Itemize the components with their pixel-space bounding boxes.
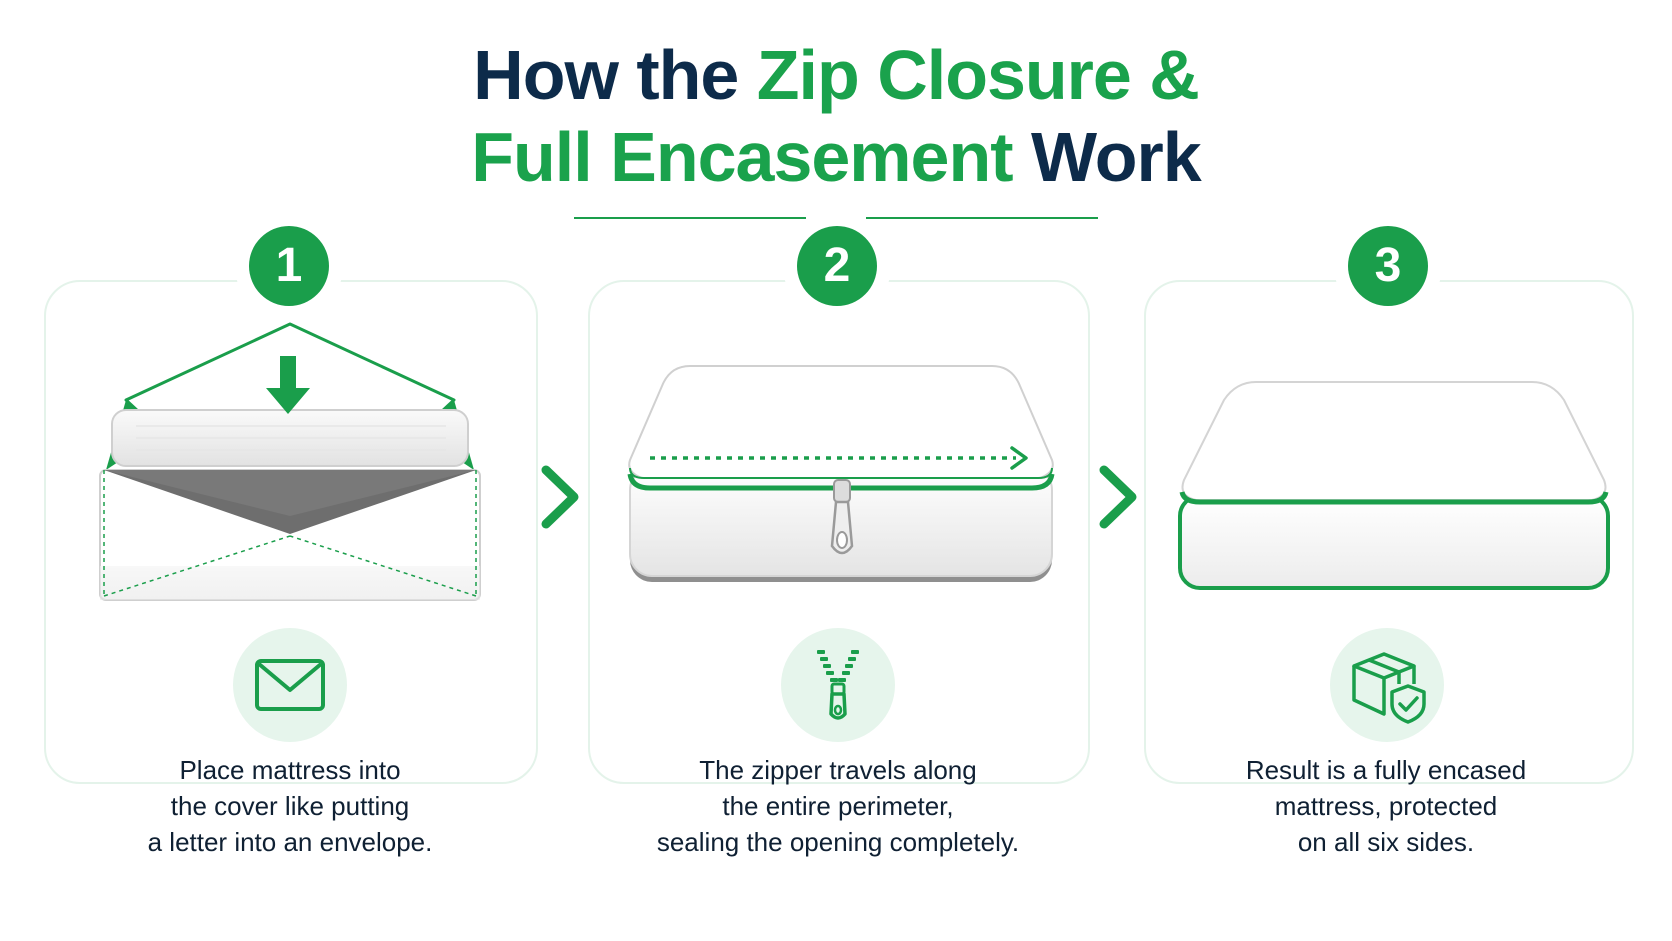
step-3-line-1: Result is a fully encased [1245, 755, 1527, 785]
step-1-line-1: Place mattress into [179, 755, 401, 785]
step-1-line-3: a letter into an envelope. [147, 827, 433, 857]
title-line1-part1: How the [473, 36, 757, 114]
zipper-mattress-illustration [627, 365, 1055, 582]
step-description-1: Place mattress into the cover like putti… [70, 752, 510, 860]
step-number-badge-2: 2 [797, 226, 877, 306]
page-title: How the Zip Closure & Full Encasement Wo… [0, 34, 1672, 198]
chevron-right-icon [541, 465, 579, 529]
step-3-line-3: on all six sides. [1297, 827, 1475, 857]
envelope-icon [255, 659, 325, 711]
zipper-icon [817, 650, 859, 720]
step-2-line-3: sealing the opening completely. [656, 827, 1020, 857]
step-number-badge-1: 1 [249, 226, 329, 306]
step-2-line-1: The zipper travels along [699, 755, 977, 785]
zipper-icon-circle [781, 628, 895, 742]
step-2-line-2: the entire perimeter, [722, 791, 954, 821]
title-line-2: Full Encasement Work [0, 116, 1672, 198]
title-line2-part1: Full Encasement [471, 118, 1013, 196]
box-shield-icon [1352, 652, 1426, 724]
chevron-right-icon [1099, 465, 1137, 529]
title-line-1: How the Zip Closure & [0, 34, 1672, 116]
envelope-icon-circle [233, 628, 347, 742]
step-description-2: The zipper travels along the entire peri… [618, 752, 1058, 860]
title-line2-part2: Work [1012, 118, 1202, 196]
step-number-badge-3: 3 [1348, 226, 1428, 306]
encased-mattress-illustration [1178, 381, 1610, 590]
box-shield-icon-circle [1330, 628, 1444, 742]
step-3-line-2: mattress, protected [1274, 791, 1498, 821]
step-description-3: Result is a fully encased mattress, prot… [1166, 752, 1606, 860]
title-divider [574, 214, 1098, 222]
envelope-mattress-illustration [99, 322, 481, 601]
step-1-line-2: the cover like putting [170, 791, 410, 821]
title-line1-part2: Zip Closure & [756, 36, 1200, 114]
